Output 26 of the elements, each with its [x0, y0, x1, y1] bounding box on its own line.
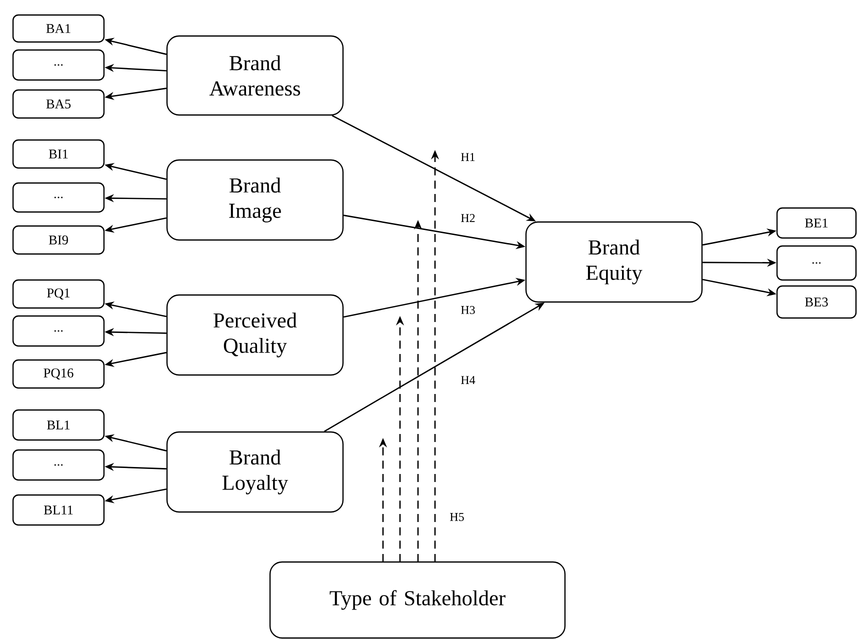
- construct-box: Brand Loyalty: [166, 431, 344, 513]
- indicator-box: BL11: [12, 494, 105, 526]
- construct-box: Brand Awareness: [166, 35, 344, 116]
- edge-label: H2: [459, 212, 477, 224]
- indicator-box: BL1: [12, 409, 105, 441]
- indicator-box: ...: [12, 182, 105, 213]
- indicator-box: BA5: [12, 89, 105, 119]
- indicator-box: PQ16: [12, 359, 105, 389]
- edge-label: H4: [459, 374, 477, 386]
- indicator-box: BE1: [776, 207, 857, 239]
- construct-box: Perceived Quality: [166, 294, 344, 376]
- indicator-box: BI1: [12, 139, 105, 169]
- edge-label: H3: [459, 304, 477, 316]
- edge-label: H1: [459, 152, 477, 162]
- indicator-box: BI9: [12, 225, 105, 255]
- construct-box: Type of Stakeholder: [269, 561, 566, 639]
- edge-label: H5: [448, 512, 466, 522]
- indicator-box: ...: [12, 49, 105, 81]
- indicator-box: ...: [776, 245, 857, 281]
- indicator-box: BE3: [776, 285, 857, 319]
- indicator-box: ...: [12, 449, 105, 481]
- construct-box: Brand Image: [166, 159, 344, 241]
- indicator-box: PQ1: [12, 279, 105, 309]
- indicator-box: BA1: [12, 14, 105, 43]
- indicator-box: ...: [12, 315, 105, 347]
- construct-box: Brand Equity: [525, 221, 703, 303]
